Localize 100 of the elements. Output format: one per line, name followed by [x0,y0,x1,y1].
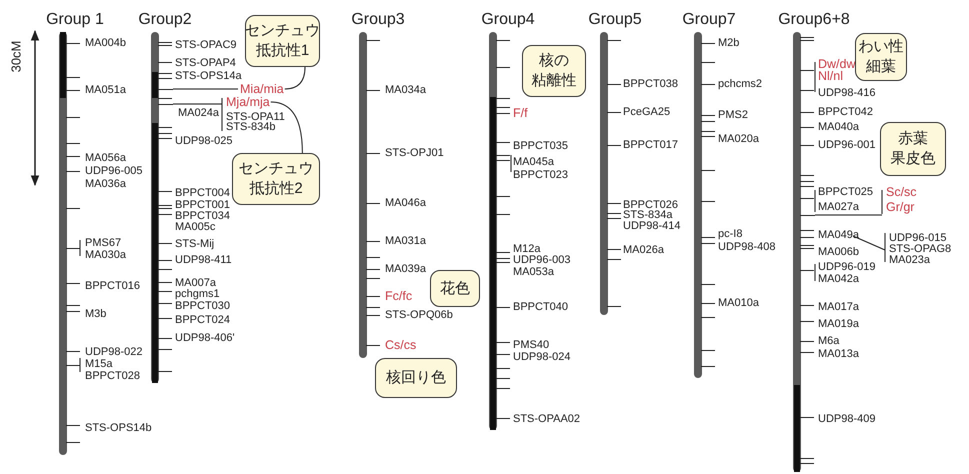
callout-box: 花色 [430,270,480,307]
trait-label: Nl/nl [818,69,844,83]
marker-label: MA045a [513,156,554,169]
marker-label: BPPCT038 [623,78,678,91]
marker-label: MA046a [385,197,426,210]
group-heading: Group7 [682,10,736,29]
trait-label: Dw/dw [818,57,856,71]
marker-label: MA020a [718,133,759,146]
marker-label: BPPCT042 [818,106,874,119]
marker-label: BPPCT016 [85,280,140,293]
marker-label: UDP98-408 [718,241,776,254]
marker-label: MA010a [718,297,759,310]
marker-label: BPPCT034 [175,210,230,222]
marker-label: STS-834a [623,209,673,221]
marker-label: BPPCT040 [513,301,568,314]
marker-label: MA034a [385,84,426,97]
marker-label: BPPCT001 [175,199,230,211]
group-heading: Group5 [588,10,642,29]
marker-label: MA005c [175,221,216,234]
marker-label: STS-OPS14b [85,422,152,435]
scale-label: 30cM [9,40,22,72]
marker-label: MA024a [178,107,219,120]
marker-label: STS-OPS14a [175,70,242,83]
marker-label: UDP96-019 [818,261,876,274]
marker-label: UDP96-005 [85,165,142,178]
marker-label: UDP96-003 [513,254,570,267]
marker-label: MA007a [175,277,216,289]
trait-label: F/f [513,106,528,120]
callout-box: わい性細葉 [855,33,907,81]
leader-line [284,66,306,90]
marker-label: UDP98-409 [818,413,876,426]
marker-label: UDP96-001 [818,139,876,152]
marker-label: MA053a [513,266,554,279]
callout-box: センチュウ抵抗性1 [245,15,320,67]
marker-label: M2b [718,37,740,50]
marker-label: BPPCT017 [623,139,678,152]
marker-label: BPPCT025 [818,186,874,199]
marker-label: BPPCT035 [513,140,568,153]
marker-label: MA042a [818,273,859,286]
group-heading: Group 1 [46,10,104,29]
marker-label: STS-OPAP4 [175,57,236,70]
callout-box: センチュウ抵抗性2 [232,153,320,205]
marker-label: PceGA25 [623,106,670,119]
marker-label: M12a [513,243,541,255]
marker-label: MA039a [385,263,426,276]
marker-label: pchgms1 [175,288,220,301]
marker-label: STS-OPJ01 [385,147,444,160]
marker-label: PMS40 [513,339,550,352]
marker-label: MA040a [818,121,859,134]
marker-label: UDP98-406' [175,332,235,345]
marker-label: MA019a [818,318,859,331]
group-heading: Group6+8 [778,10,850,29]
marker-label: UDP98-024 [513,351,570,364]
marker-label: MA049a [818,229,859,242]
group-heading: Group3 [351,10,405,29]
marker-label: STS-834b [226,121,276,134]
marker-label: MA036a [85,178,126,191]
marker-label: UDP98-411 [175,254,232,267]
marker-label: MA030a [85,249,126,262]
marker-label: UDP96-015 [889,232,946,244]
marker-label: STS-OPA11 [226,111,285,123]
marker-label: MA023a [889,254,930,267]
marker-label: BPPCT023 [513,169,568,182]
marker-label: M3b [85,308,106,321]
marker-label: PMS67 [85,237,122,250]
leader-line [270,102,303,154]
marker-label: UDP98-025 [175,135,232,148]
marker-label: BPPCT004 [175,187,230,200]
marker-label: pc-I8 [718,228,742,241]
marker-label: BPPCT026 [623,199,678,211]
callout-box: 核回り色 [375,358,457,398]
group-heading: Group2 [138,10,192,29]
marker-label: pchcms2 [718,78,762,91]
marker-label: STS-Mij [175,238,214,251]
marker-label: UDP98-416 [818,87,876,100]
marker-label: M15a [85,358,113,371]
marker-label: MA051a [85,84,126,97]
trait-label: Mia/mia [240,82,284,96]
marker-label: MA031a [385,235,426,248]
marker-label: BPPCT024 [175,314,230,327]
marker-label: BPPCT028 [85,370,140,383]
marker-label: STS-OPAA02 [513,413,580,426]
marker-label: MA004b [85,37,126,50]
marker-label: MA017a [818,301,859,314]
marker-label: UDP98-414 [623,220,680,233]
trait-label: Gr/gr [886,200,914,214]
marker-label: STS-OPAG8 [889,243,952,255]
marker-label: MA006b [818,246,859,259]
marker-label: BPPCT030 [175,300,230,313]
marker-label: STS-OPQ06b [385,309,453,322]
marker-label: MA027a [818,201,859,214]
trait-label: Mja/mja [226,95,270,109]
group-heading: Group4 [481,10,535,29]
marker-label: M6a [818,335,840,348]
marker-label: STS-OPAC9 [175,39,237,52]
marker-label: UDP98-022 [85,346,142,359]
trait-label: Sc/sc [886,185,917,199]
marker-label: PMS2 [718,109,748,122]
marker-label: MA056a [85,152,126,165]
callout-box: 赤葉果皮色 [880,122,946,176]
